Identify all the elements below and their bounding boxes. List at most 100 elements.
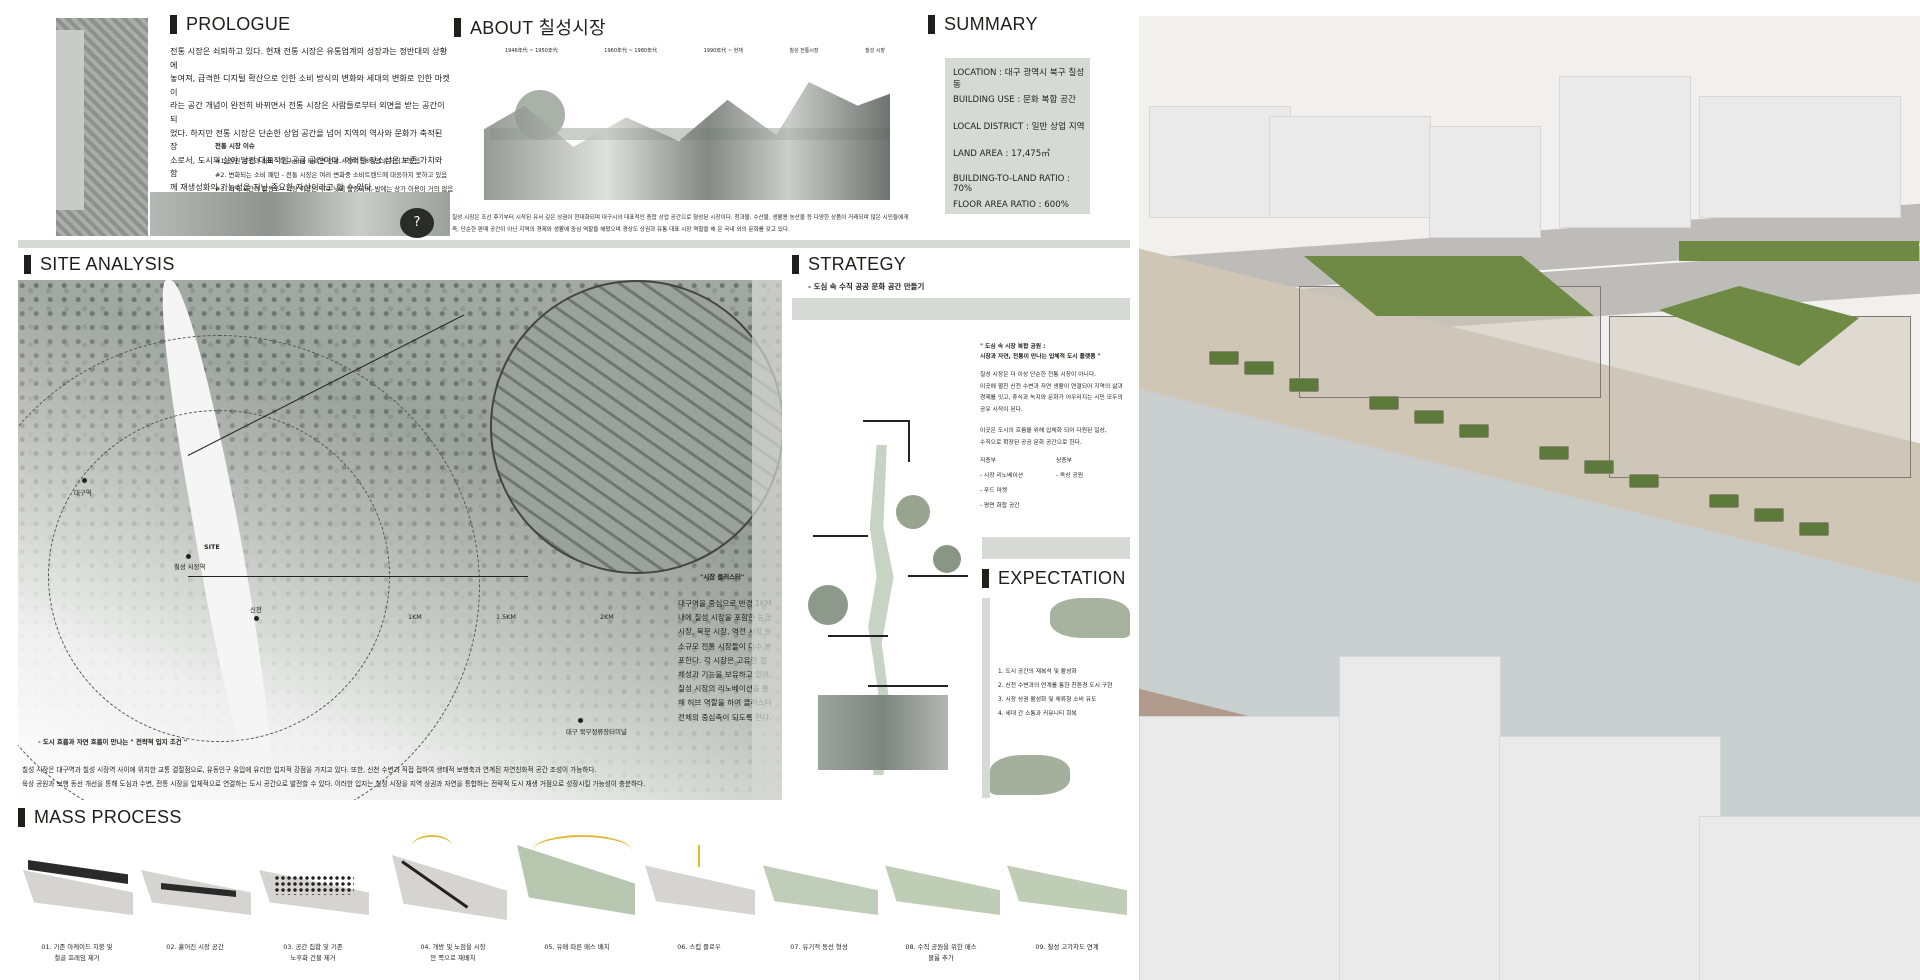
mass-caption-9: 09. 칠성 고가차도 연계 (1035, 943, 1099, 951)
label-radius-1: 1KM (408, 613, 422, 621)
strategy-programs-right: 상층부 - 옥상 공원 (1056, 458, 1084, 479)
prologue-issues-title: 전통 시장 이슈 (215, 142, 255, 150)
site-analysis-title: SITE ANALYSIS (24, 254, 175, 275)
strategy-quote: " 도심 속 시장 복합 공원 : 시장과 자연, 전통이 만나는 입체적 도시… (980, 344, 1101, 360)
label-radius-2: 1.5KM (496, 613, 516, 621)
label-daegu-station: 대구역 (74, 489, 92, 497)
render-planter-8 (1584, 460, 1614, 474)
diagram-frame-3 (908, 575, 968, 577)
strategy-mid-band (982, 537, 1130, 559)
question-bubble-icon: ? (400, 208, 434, 238)
render-building-bottom-1 (1139, 716, 1371, 980)
aerial-render (1139, 16, 1920, 980)
prologue-collage-shadow (56, 30, 84, 210)
mass-step-6-down-arrow-icon (698, 845, 700, 867)
diagram-frame-4 (828, 635, 888, 637)
mass-caption-2: 02. 흩어진 시장 공간 (166, 943, 224, 951)
mass-step-9 (1002, 845, 1130, 925)
mass-step-4 (372, 835, 512, 925)
site-aerial-map: 대구역 SITE 칠성 시장역 신천 1KM 1.5KM 2KM 대구 북부정류… (18, 280, 782, 800)
site-desc: 칠성 시장은 대구역과 칠성 시장역 사이에 위치한 교통 결절점으로, 유동인… (22, 766, 646, 788)
mass-caption-5: 05. 유매 따른 매스 배치 (544, 943, 610, 951)
site-quote: - 도시 흐름과 자연 흐름이 만나는 " 전략적 입지 조건 " (38, 738, 188, 746)
expectation-tree-bottom (990, 755, 1070, 795)
label-site: SITE (204, 543, 220, 551)
render-planter-5 (1414, 410, 1444, 424)
render-planter-3 (1289, 378, 1319, 392)
mass-step-5 (512, 835, 640, 925)
summary-box: LOCATION : 대구 광역시 북구 칠성동 BUILDING USE : … (945, 58, 1090, 214)
render-building-bottom-4 (1699, 816, 1920, 980)
render-building-bottom-3 (1499, 736, 1721, 980)
mass-step-7 (758, 845, 880, 925)
prologue-street-collage (150, 192, 450, 236)
strategy-title: STRATEGY (792, 254, 906, 275)
magnifier-circle (490, 280, 782, 574)
top-divider-band (18, 240, 1130, 248)
render-planter-7 (1539, 446, 1569, 460)
diagram-tree-3 (933, 545, 961, 573)
strategy-programs-left: 저층부 - 시장 리노베이션 - 푸드 마켓 - 평면 화합 공간 (980, 458, 1024, 509)
render-building-top-5 (1699, 96, 1901, 218)
prologue-issues: #1. 상권 경쟁과 쇠퇴 - 대규 시대 따르면 전통 시장의 58%만 유지… (215, 157, 454, 193)
expectation-title: EXPECTATION (982, 568, 1126, 589)
mass-step-8 (880, 845, 1002, 925)
mass-caption-7: 07. 유기적 동선 형성 (790, 943, 848, 951)
mass-process-title: MASS PROCESS (18, 807, 182, 828)
render-planter-6 (1459, 424, 1489, 438)
mass-step-3 (254, 845, 372, 925)
about-timeline: 1946年代 ~ 1950年代 1960年代 ~ 1980年代 1990年代 ~… (505, 48, 885, 54)
render-green-roof-strip (1679, 241, 1919, 261)
render-building-bottom-2 (1339, 656, 1501, 980)
daegu-station-dot (82, 478, 87, 483)
diagram-tree-1 (896, 495, 930, 529)
diagram-tree-2 (808, 585, 848, 625)
mass-step-8-shape (885, 865, 1000, 915)
site-dot (186, 554, 191, 559)
render-building-top-1 (1149, 106, 1291, 218)
diagram-frame-1 (863, 420, 910, 462)
label-radius-3: 2KM (600, 613, 614, 621)
render-planter-11 (1754, 508, 1784, 522)
label-market-station: 칠성 시장역 (174, 563, 206, 571)
site-right-band (752, 280, 782, 800)
mass-caption-6: 06. 스킵 플로우 (677, 943, 721, 951)
prologue-body: 전통 시장은 쇠퇴하고 있다. 현재 전통 시장은 유통업계의 성장과는 정반대… (170, 46, 450, 192)
render-building-top-2 (1269, 116, 1431, 218)
summary-title: SUMMARY (928, 14, 1038, 35)
mass-step-3-blocks (274, 875, 354, 895)
mass-step-2 (136, 845, 254, 925)
strategy-body: 칠성 시장은 더 이상 단순한 전통 시장이 아니다. 이곳에 펼친 신천 수변… (980, 372, 1123, 446)
diagram-frame-2 (813, 535, 868, 537)
render-planter-1 (1209, 351, 1239, 365)
expectation-side-band (982, 598, 990, 798)
about-caption: 칠성 시장은 조선 후기부터 시작된 유서 깊은 상권이 현대화되며 대구시의 … (452, 215, 909, 233)
render-planter-4 (1369, 396, 1399, 410)
mass-step-9-shape (1007, 865, 1127, 915)
mass-step-1 (18, 845, 136, 925)
magnifier-pointer-line-bottom (188, 576, 528, 577)
render-planter-9 (1629, 474, 1659, 488)
expectation-tree-top (1050, 598, 1130, 638)
label-bukbu-terminal: 대구 북부정류장터미널 (566, 728, 627, 736)
render-planter-10 (1709, 494, 1739, 508)
strategy-vertical-diagram (808, 385, 978, 775)
render-planter-2 (1244, 361, 1274, 375)
mass-step-5-arrow (532, 835, 632, 867)
sinam-dot (254, 616, 259, 621)
cluster-body: 대구역을 중심으로 반경 1KM 내에 칠성 시장을 포함한 능금 시장, 북문… (678, 599, 772, 722)
mass-step-6-shape (645, 865, 755, 915)
mass-step-6 (640, 845, 758, 925)
about-title: ABOUT 칠성시장 (454, 14, 606, 40)
strategy-subtitle: - 도심 속 수직 공공 문화 공간 만들기 (808, 282, 925, 291)
cluster-title: "시장 클러스터" (700, 573, 745, 581)
prologue-title: PROLOGUE (170, 14, 290, 35)
render-planter-12 (1799, 522, 1829, 536)
mass-step-7-shape (763, 865, 878, 915)
diagram-frame-5 (868, 685, 948, 687)
label-sinam: 신천 (250, 606, 262, 614)
